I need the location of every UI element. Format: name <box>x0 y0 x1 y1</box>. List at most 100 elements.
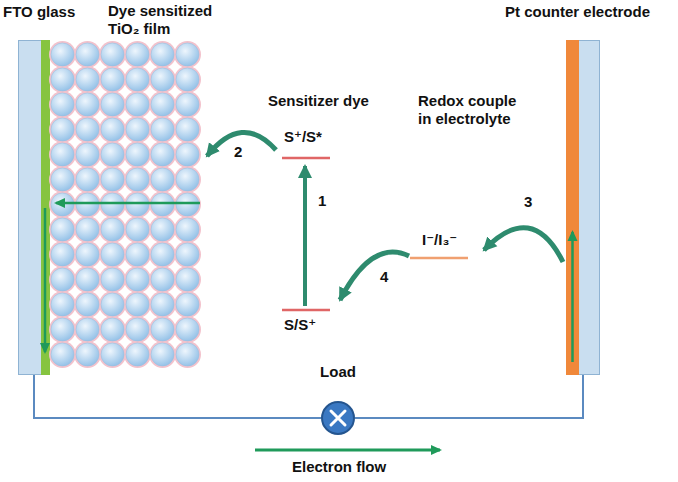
dye-coating <box>74 116 101 143</box>
regeneration-arrow <box>340 252 409 300</box>
tio2-particle <box>176 168 199 191</box>
dye-coating <box>49 141 76 168</box>
dye-coating <box>124 216 151 243</box>
tio2-particle <box>126 43 149 66</box>
dye-coating <box>74 241 101 268</box>
tio2-particle <box>76 168 99 191</box>
tio2-particle <box>51 318 74 341</box>
tio2-particle <box>151 93 174 116</box>
load-cross-stroke <box>331 411 345 425</box>
tio2-particle <box>76 293 99 316</box>
tio2-particle <box>76 143 99 166</box>
tio2-particle <box>101 168 124 191</box>
tio2-particle <box>101 118 124 141</box>
tio2-particle <box>51 193 74 216</box>
flow-label: Electron flow <box>292 458 386 476</box>
tio2-particle <box>176 218 199 241</box>
dye-coating <box>174 91 201 118</box>
tio2-particle <box>176 93 199 116</box>
load-cross <box>323 403 353 433</box>
dye-coating <box>174 141 201 168</box>
dye-coating <box>124 41 151 68</box>
tio2-particle <box>51 243 74 266</box>
callout-number: 2 <box>234 143 242 161</box>
transport-arrow <box>56 202 200 205</box>
tio2-particle <box>151 193 174 216</box>
tio2-particle <box>126 218 149 241</box>
dye-coating <box>124 166 151 193</box>
dye-coating <box>74 66 101 93</box>
tio2-particle <box>176 118 199 141</box>
tio2-particle <box>126 293 149 316</box>
electron-flow-arrow <box>255 449 440 452</box>
node-heading: FTO glass <box>3 3 75 21</box>
dye-coating <box>174 41 201 68</box>
node-heading: Dye sensitized TiO₂ film <box>108 2 238 38</box>
tio2-particle <box>126 68 149 91</box>
dye-coating <box>49 66 76 93</box>
tio2-particle <box>76 318 99 341</box>
dye-coating <box>99 316 126 343</box>
tio2-particle <box>101 43 124 66</box>
dye-coating <box>99 291 126 318</box>
tio2-particle <box>126 318 149 341</box>
dye-coating <box>74 316 101 343</box>
dye-coating <box>174 291 201 318</box>
dye-coating <box>49 191 76 218</box>
tio2-particle <box>151 118 174 141</box>
circuit-wire <box>34 375 321 418</box>
ground-level <box>282 309 330 312</box>
dye-coating <box>149 191 176 218</box>
tio2-particle <box>176 193 199 216</box>
tio2-particle <box>126 168 149 191</box>
tio2-particle <box>76 243 99 266</box>
dye-coating <box>49 116 76 143</box>
tio2-particle <box>126 243 149 266</box>
dye-coating <box>174 66 201 93</box>
tio2-particle <box>101 193 124 216</box>
electrode-arrow <box>18 40 50 375</box>
excitation-arrow <box>303 166 307 306</box>
tio2-particle <box>101 318 124 341</box>
tio2-particle <box>101 93 124 116</box>
tio2-particle <box>51 118 74 141</box>
tio2-particle <box>76 68 99 91</box>
dye-coating <box>124 291 151 318</box>
dye-coating <box>124 241 151 268</box>
dye-coating <box>74 41 101 68</box>
tio2-particle <box>176 143 199 166</box>
dye-coating <box>99 91 126 118</box>
tio2-particle <box>126 143 149 166</box>
dye-coating <box>74 216 101 243</box>
dye-coating <box>149 291 176 318</box>
callout-number: 1 <box>318 192 326 210</box>
dye-coating <box>49 216 76 243</box>
dye-coating <box>49 341 76 368</box>
dye-coating <box>99 116 126 143</box>
pt-counter-electrode: Pt counter electrode <box>566 40 600 375</box>
tio2-particle <box>176 343 199 366</box>
tio2-particle <box>126 268 149 291</box>
dye-coating <box>174 316 201 343</box>
dye-coating <box>99 66 126 93</box>
tio2-particle <box>76 218 99 241</box>
dye-coating <box>49 266 76 293</box>
dye-coating <box>99 41 126 68</box>
dye-coating <box>149 41 176 68</box>
dye-coating <box>74 141 101 168</box>
dye-coating <box>124 191 151 218</box>
dye-coating <box>124 91 151 118</box>
tio2-particle <box>76 193 99 216</box>
excited-level <box>282 157 330 160</box>
tio2-particle <box>101 68 124 91</box>
dye-coating <box>124 266 151 293</box>
tio2-particle <box>101 243 124 266</box>
energy-level-label: S/S⁺ <box>284 316 316 334</box>
load-symbol: Load <box>321 401 355 435</box>
tio2-particle <box>101 268 124 291</box>
node-heading: Load <box>320 363 356 381</box>
dye-coating <box>149 66 176 93</box>
electrode-arrow <box>566 40 600 375</box>
